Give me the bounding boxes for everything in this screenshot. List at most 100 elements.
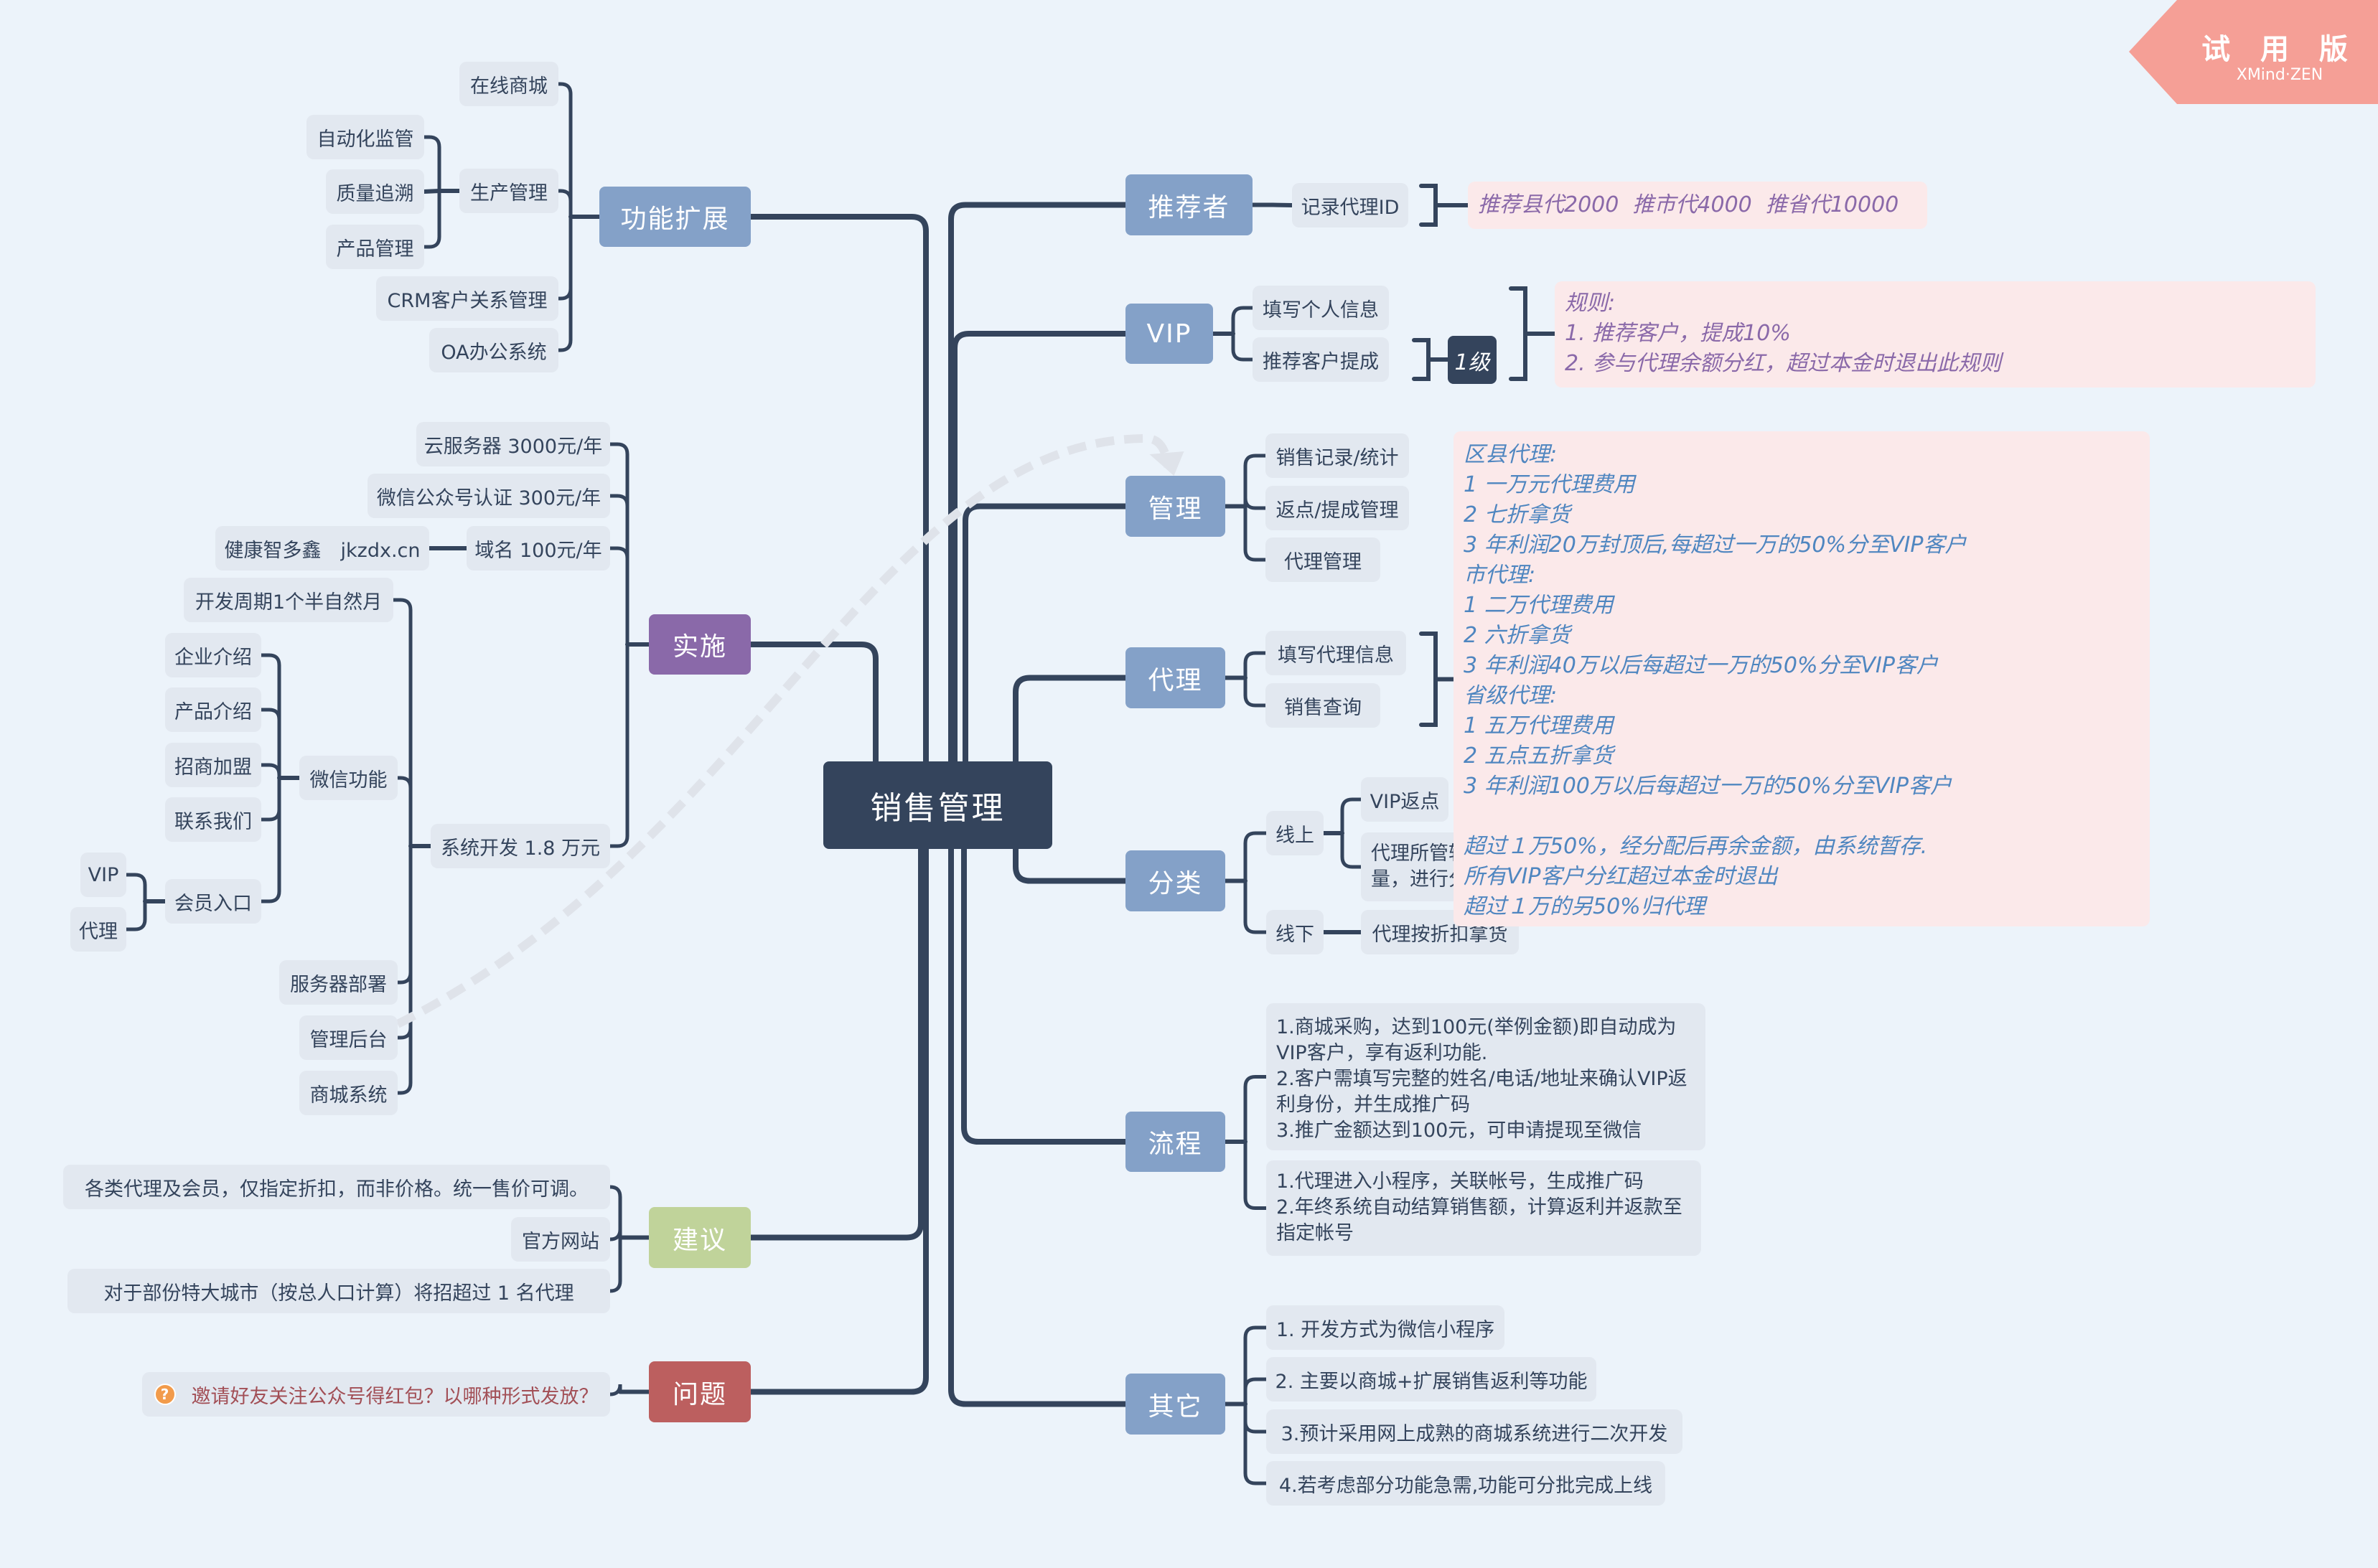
- agent-tier-line: 2 七折拿货: [1464, 502, 1570, 527]
- process-line: 2.客户需填写完整的姓名/电话/地址来确认VIP返: [1276, 1068, 1687, 1090]
- subtopic-sales-query[interactable]: 销售查询: [1265, 683, 1380, 728]
- topic-management[interactable]: 管理: [1125, 476, 1225, 537]
- subtopic-cloud-server[interactable]: 云服务器 3000元/年: [416, 422, 610, 466]
- branch-connector: [1243, 1377, 1268, 1406]
- subtopic-wechat-verification[interactable]: 微信公众号认证 300元/年: [368, 474, 610, 518]
- agent-tier-line: 超过１万的另50%归代理: [1464, 894, 1705, 919]
- process-vip-steps[interactable]: 1.商城采购，达到100元(举例金额)即自动成为 VIP客户，享有返利功能. 2…: [1266, 1003, 1705, 1150]
- question-item[interactable]: ? 邀请好友关注公众号得红包？以哪种形式发放？: [142, 1372, 610, 1417]
- subtopic-agent-management[interactable]: 代理管理: [1265, 537, 1380, 582]
- topic-agent[interactable]: 代理: [1125, 647, 1225, 708]
- subtopic-online[interactable]: 线上: [1266, 811, 1324, 855]
- main-connector: [1013, 675, 1128, 764]
- topic-suggestions[interactable]: 建议: [649, 1207, 751, 1268]
- topic-process[interactable]: 流程: [1125, 1112, 1225, 1172]
- subtopic-sales-records[interactable]: 销售记录/统计: [1265, 433, 1409, 478]
- agent-jurisdiction-line: 代理所管辖: [1371, 842, 1468, 865]
- vip-rules-note: 规则: 1. 推荐客户，提成10% 2. 参与代理余额分红，超过本金时退出此规则: [1555, 281, 2316, 388]
- main-connector: [748, 642, 879, 764]
- agent-tier-line: 1 一万元代理费用: [1464, 472, 1635, 497]
- branch-connector: [1231, 306, 1255, 336]
- main-connector: [1013, 846, 1128, 884]
- other-item-4[interactable]: 4.若考虑部分功能急需,功能可分批完成上线: [1266, 1461, 1665, 1506]
- agent-tier-line: 3 年利润20万封顶后,每超过一万的50%分至VIP客户: [1464, 532, 1967, 558]
- level-badge[interactable]: 1级: [1448, 336, 1497, 384]
- subtopic-crm[interactable]: CRM客户关系管理: [376, 276, 558, 321]
- subtopic-product-management[interactable]: 产品管理: [326, 225, 424, 269]
- subtopic-online-mall[interactable]: 在线商城: [459, 62, 558, 106]
- subtopic-domain[interactable]: 域名 100元/年: [467, 526, 610, 571]
- subtopic-referral-commission[interactable]: 推荐客户提成: [1253, 337, 1389, 382]
- branch-connector: [1231, 332, 1255, 362]
- subtopic-rebate-management[interactable]: 返点/提成管理: [1265, 486, 1409, 530]
- subtopic-automation-monitoring[interactable]: 自动化监管: [306, 115, 424, 159]
- agent-tier-line: 2 五点五折拿货: [1464, 743, 1614, 769]
- branch-connector: [1340, 797, 1363, 835]
- branch-connector: [395, 844, 413, 1095]
- suggestion-official-website[interactable]: 官方网站: [511, 1217, 610, 1262]
- subtopic-oa-system[interactable]: OA办公系统: [429, 328, 558, 372]
- branch-connector: [259, 776, 281, 903]
- process-agent-steps[interactable]: 1.代理进入小程序，关联帐号，生成推广码 2.年终系统自动结算销售额，计算返利并…: [1266, 1160, 1701, 1256]
- other-item-2[interactable]: 2. 主要以商城+扩展销售返利等功能: [1266, 1357, 1596, 1402]
- main-connector: [952, 331, 1128, 764]
- branch-connector: [1243, 504, 1268, 562]
- topic-others[interactable]: 其它: [1125, 1374, 1225, 1435]
- branch-connector: [608, 1384, 622, 1396]
- branch-connector: [608, 1236, 622, 1293]
- topic-vip[interactable]: VIP: [1125, 304, 1213, 364]
- process-line: 1.代理进入小程序，关联帐号，生成推广码: [1276, 1170, 1644, 1193]
- subtopic-franchise[interactable]: 招商加盟: [165, 743, 261, 787]
- subtopic-member-vip[interactable]: VIP: [80, 853, 126, 897]
- subtopic-system-development[interactable]: 系统开发 1.8 万元: [431, 824, 610, 868]
- process-line: 2.年终系统自动结算销售额，计算返利并返款至: [1276, 1196, 1682, 1219]
- main-connector: [748, 846, 929, 1395]
- branch-connector: [1243, 1075, 1268, 1144]
- process-line: VIP客户，享有返利功能.: [1276, 1042, 1488, 1064]
- branch-connector: [124, 899, 147, 931]
- main-connector: [961, 846, 1128, 1145]
- subtopic-member-agent[interactable]: 代理: [70, 907, 126, 952]
- central-topic[interactable]: 销售管理: [823, 761, 1052, 849]
- domain-name-value[interactable]: 健康智多鑫 jkzdx.cn: [215, 526, 429, 571]
- subtopic-wechat-features[interactable]: 微信功能: [299, 756, 398, 800]
- relationship-dashed-line: [395, 433, 1173, 1028]
- vip-rules-line: 规则:: [1565, 291, 1616, 316]
- subtopic-fill-agent-info[interactable]: 填写代理信息: [1265, 631, 1406, 675]
- subtopic-server-deployment[interactable]: 服务器部署: [279, 960, 398, 1005]
- subtopic-vip-rebate[interactable]: VIP返点: [1361, 777, 1448, 822]
- watermark-title: 试 用 版: [2201, 33, 2358, 66]
- topic-questions[interactable]: 问题: [649, 1361, 751, 1422]
- agent-tier-line: 2 六折拿货: [1464, 623, 1570, 648]
- subtopic-offline[interactable]: 线下: [1266, 910, 1324, 954]
- branch-connector: [556, 215, 573, 352]
- branch-connector: [1243, 1325, 1268, 1406]
- subtopic-mall-system[interactable]: 商城系统: [299, 1071, 398, 1115]
- other-item-1[interactable]: 1. 开发方式为微信小程序: [1266, 1305, 1504, 1350]
- suggestion-large-cities[interactable]: 对于部份特大城市（按总人口计算）将招超过 1 名代理: [67, 1269, 610, 1313]
- subtopic-dev-cycle[interactable]: 开发周期1个半自然月: [184, 578, 393, 622]
- subtopic-product-intro[interactable]: 产品介绍: [165, 687, 261, 732]
- branch-connector: [556, 215, 573, 301]
- agent-tier-line: [1464, 802, 2140, 832]
- subtopic-contact-us[interactable]: 联系我们: [165, 797, 261, 842]
- subtopic-production-management[interactable]: 生产管理: [459, 169, 558, 213]
- other-item-3[interactable]: 3.预计采用网上成熟的商城系统进行二次开发: [1266, 1409, 1682, 1454]
- suggestion-discount[interactable]: 各类代理及会员，仅指定折扣，而非价格。统一售价可调。: [63, 1165, 610, 1209]
- branch-connector: [395, 776, 413, 848]
- subtopic-member-entry[interactable]: 会员入口: [165, 879, 261, 924]
- subtopic-fill-personal-info[interactable]: 填写个人信息: [1253, 286, 1389, 330]
- question-text: 邀请好友关注公众号得红包？以哪种形式发放？: [191, 1385, 599, 1408]
- agent-tier-line: 3 年利润40万以后每超过一万的50%分至VIP客户: [1464, 653, 1938, 678]
- branch-connector: [1243, 651, 1268, 680]
- subtopic-admin-backend[interactable]: 管理后台: [299, 1015, 398, 1060]
- topic-implementation[interactable]: 实施: [649, 614, 751, 675]
- subtopic-record-agent-id[interactable]: 记录代理ID: [1292, 183, 1408, 227]
- topic-category[interactable]: 分类: [1125, 850, 1225, 911]
- topic-referrer[interactable]: 推荐者: [1125, 174, 1253, 235]
- branch-connector: [608, 442, 629, 647]
- subtopic-company-intro[interactable]: 企业介绍: [165, 633, 261, 677]
- subtopic-quality-tracing[interactable]: 质量追溯: [326, 169, 424, 214]
- topic-function-extension[interactable]: 功能扩展: [599, 187, 751, 247]
